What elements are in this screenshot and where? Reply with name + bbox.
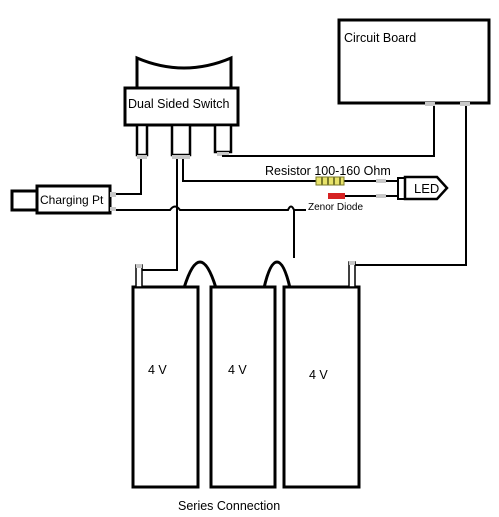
wire-switch-to-battery (139, 159, 178, 271)
charging-port: Charging Pt (10, 184, 116, 215)
switch-pin-middle (170, 123, 192, 157)
wire-charging-to-zener (116, 205, 306, 211)
led-terminal-bottom (376, 194, 386, 198)
zener-diode-body (328, 193, 345, 199)
led-label: LED (414, 181, 439, 196)
batteries: 4 V 4 V 4 V (131, 260, 361, 489)
switch-terminal-right (217, 152, 229, 156)
charging-port-body (35, 184, 112, 215)
battery-3 (282, 285, 361, 489)
switch-pin-right (213, 123, 233, 154)
resistor-label: Resistor 100-160 Ohm (265, 164, 391, 178)
wire-switch-to-resistor (182, 159, 316, 182)
battery-2 (209, 285, 277, 489)
diagram-caption: Series Connection (178, 499, 280, 513)
resistor-band-1 (321, 177, 323, 185)
battery-3-terminal (348, 261, 356, 288)
battery-3-label: 4 V (309, 368, 328, 382)
resistor-band-4 (339, 177, 341, 185)
battery-bridge-2-3 (262, 260, 292, 289)
battery-1 (131, 285, 200, 489)
switch-terminal-left (137, 155, 147, 159)
charging-port-label: Charging Pt (40, 193, 104, 207)
circuit-board-box (337, 18, 491, 105)
led-terminal-top (376, 179, 386, 183)
switch-rocker (135, 55, 233, 90)
wires (116, 106, 467, 271)
zener-diode-label: Zenor Diode (308, 202, 363, 213)
switch-label: Dual Sided Switch (128, 97, 229, 111)
switch-terminal-middle (172, 155, 190, 159)
battery-1-terminal-cap (136, 264, 142, 268)
led-body (403, 175, 449, 201)
battery-bridge-1-2 (182, 260, 218, 289)
dual-sided-switch: Dual Sided Switch (123, 55, 240, 159)
circuit-board-terminal-right (460, 102, 470, 106)
wire-board-to-battery (352, 106, 467, 266)
battery-2-label: 4 V (228, 363, 247, 377)
charging-port-terminal-bottom (110, 207, 116, 211)
zener-diode: Zenor Diode (308, 193, 363, 213)
resistor-body (315, 176, 345, 186)
battery-3-terminal-cap (349, 261, 355, 265)
resistor-band-3 (333, 177, 335, 185)
battery-1-label: 4 V (148, 363, 167, 377)
battery-1-terminal (135, 264, 143, 288)
charging-port-plug (10, 189, 39, 212)
charging-port-terminal-top (110, 192, 116, 197)
circuit-board-terminal-left (425, 102, 435, 106)
wire-switch-left-to-charging (116, 159, 142, 195)
resistor-band-2 (327, 177, 329, 185)
circuit-board: Circuit Board (337, 18, 491, 106)
circuit-board-label: Circuit Board (344, 31, 416, 45)
wire-switch-right-to-board (222, 106, 435, 157)
switch-pin-left (135, 123, 149, 157)
resistor: Resistor 100-160 Ohm (265, 164, 391, 186)
led: LED (376, 175, 449, 201)
